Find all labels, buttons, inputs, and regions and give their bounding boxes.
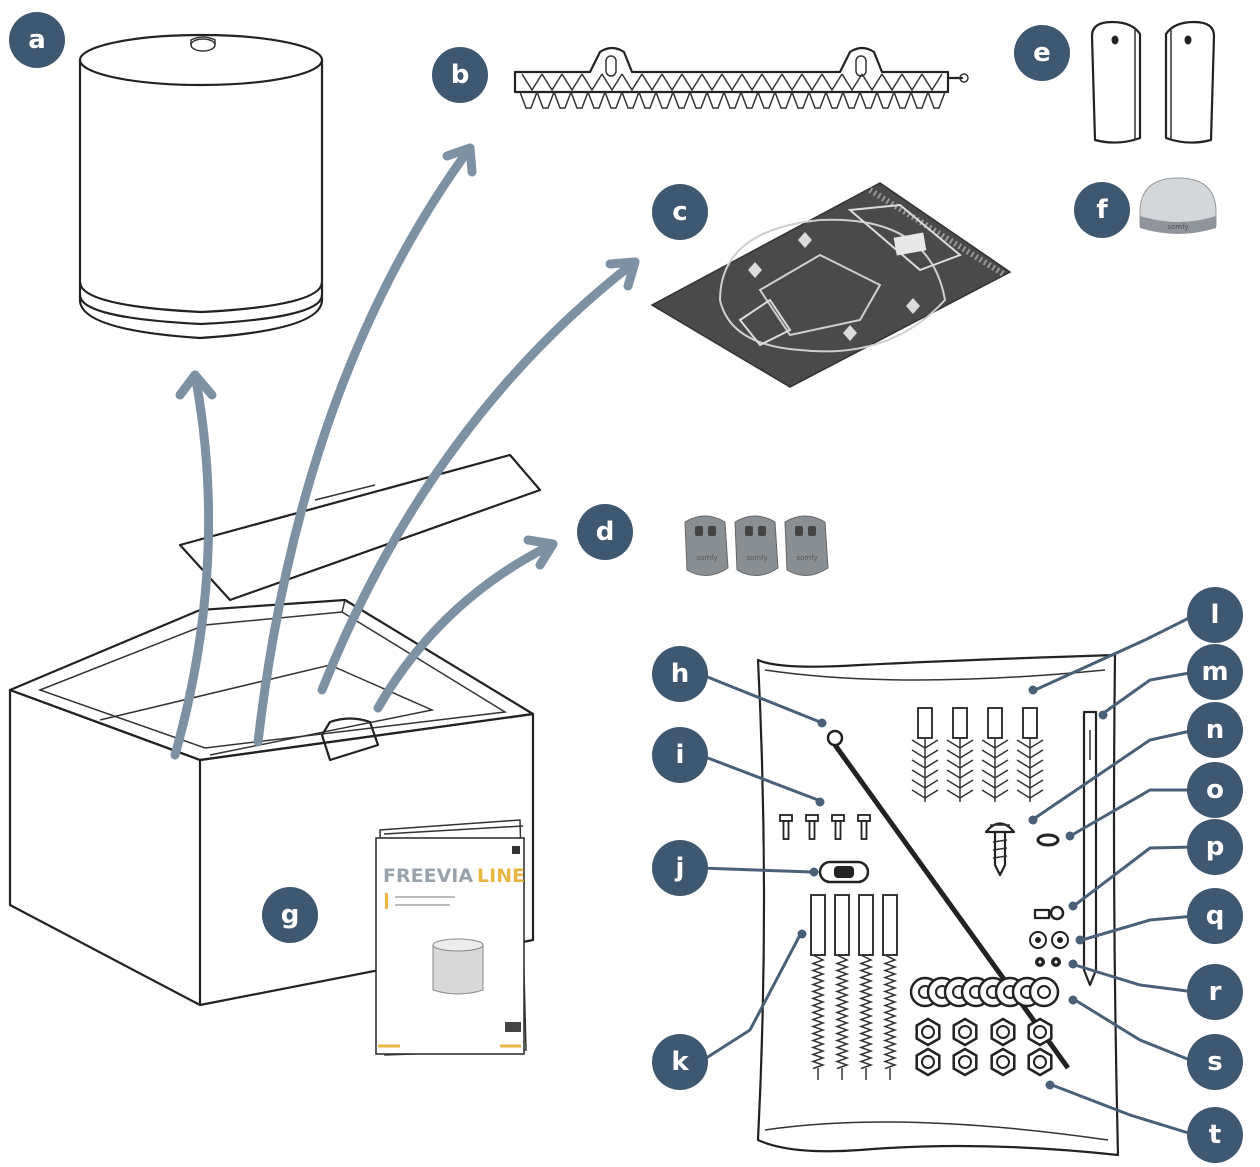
marker-r: r bbox=[1187, 964, 1243, 1020]
svg-text:c: c bbox=[672, 197, 687, 227]
svg-text:i: i bbox=[676, 740, 685, 770]
cable-clamp-icon bbox=[818, 860, 870, 884]
marker-i: i bbox=[652, 727, 708, 783]
wall-plug-icon bbox=[911, 707, 1044, 802]
marker-k: k bbox=[652, 1034, 708, 1090]
svg-text:somfy: somfy bbox=[746, 554, 767, 562]
marker-d: d bbox=[577, 504, 633, 560]
svg-text:g: g bbox=[281, 900, 300, 930]
svg-text:q: q bbox=[1206, 901, 1225, 931]
svg-text:l: l bbox=[1211, 600, 1220, 630]
remote-control-icon: somfy somfy somfy bbox=[684, 515, 829, 576]
marker-e: e bbox=[1014, 25, 1070, 81]
ring-terminal-icon bbox=[1033, 905, 1065, 921]
screw-n-icon bbox=[984, 822, 1016, 877]
marker-s: s bbox=[1187, 1034, 1243, 1090]
receiver-dome-icon: somfy bbox=[1139, 177, 1217, 234]
marker-g: g bbox=[262, 887, 318, 943]
hardware-bag-icon bbox=[756, 653, 1120, 1157]
marker-h: h bbox=[652, 646, 708, 702]
svg-text:n: n bbox=[1206, 715, 1225, 745]
marker-b: b bbox=[432, 47, 488, 103]
threaded-rod-icon bbox=[810, 894, 898, 1080]
open-box-icon bbox=[8, 453, 542, 1007]
marker-n: n bbox=[1187, 702, 1243, 758]
svg-text:r: r bbox=[1209, 977, 1222, 1007]
small-screw-icon bbox=[779, 814, 871, 840]
marker-j: j bbox=[652, 840, 708, 896]
receiver-brand-logo: somfy bbox=[1167, 223, 1188, 231]
marker-f: f bbox=[1074, 182, 1130, 238]
cable-tie-icon bbox=[826, 729, 1071, 1070]
svg-text:t: t bbox=[1209, 1120, 1221, 1150]
svg-text:b: b bbox=[451, 60, 470, 90]
svg-text:d: d bbox=[596, 517, 615, 547]
marker-a: a bbox=[9, 12, 65, 68]
svg-text:h: h bbox=[671, 659, 690, 689]
marker-o: o bbox=[1187, 762, 1243, 818]
svg-text:somfy: somfy bbox=[696, 554, 717, 562]
marker-m: m bbox=[1187, 644, 1243, 700]
gear-rack-icon bbox=[513, 46, 969, 109]
marker-p: p bbox=[1187, 819, 1243, 875]
svg-text:e: e bbox=[1033, 38, 1051, 68]
svg-text:a: a bbox=[28, 25, 46, 55]
svg-text:somfy: somfy bbox=[796, 554, 817, 562]
marker-q: q bbox=[1187, 888, 1243, 944]
svg-text:j: j bbox=[675, 853, 685, 883]
cylinder-motor-icon bbox=[78, 33, 324, 340]
large-washer-icon bbox=[909, 976, 1060, 1008]
svg-text:f: f bbox=[1096, 195, 1108, 225]
washer-pair-icon bbox=[1029, 931, 1069, 949]
svg-text:m: m bbox=[1201, 657, 1228, 687]
marker-t: t bbox=[1187, 1107, 1243, 1163]
drilling-template-icon bbox=[650, 182, 1012, 388]
pencil-icon bbox=[1082, 710, 1098, 987]
svg-text:k: k bbox=[671, 1047, 689, 1077]
svg-text:s: s bbox=[1207, 1047, 1222, 1077]
grommet-icon bbox=[1036, 833, 1060, 847]
svg-text:o: o bbox=[1206, 775, 1224, 805]
marker-l: l bbox=[1187, 587, 1243, 643]
small-nut-icon bbox=[1035, 957, 1061, 967]
marker-c: c bbox=[652, 184, 708, 240]
leader-lines bbox=[699, 613, 1196, 1137]
svg-text:p: p bbox=[1206, 832, 1225, 862]
photocell-icon bbox=[1090, 20, 1216, 144]
hex-nut-icon bbox=[915, 1017, 1053, 1077]
unpacking-arrows bbox=[170, 143, 640, 760]
